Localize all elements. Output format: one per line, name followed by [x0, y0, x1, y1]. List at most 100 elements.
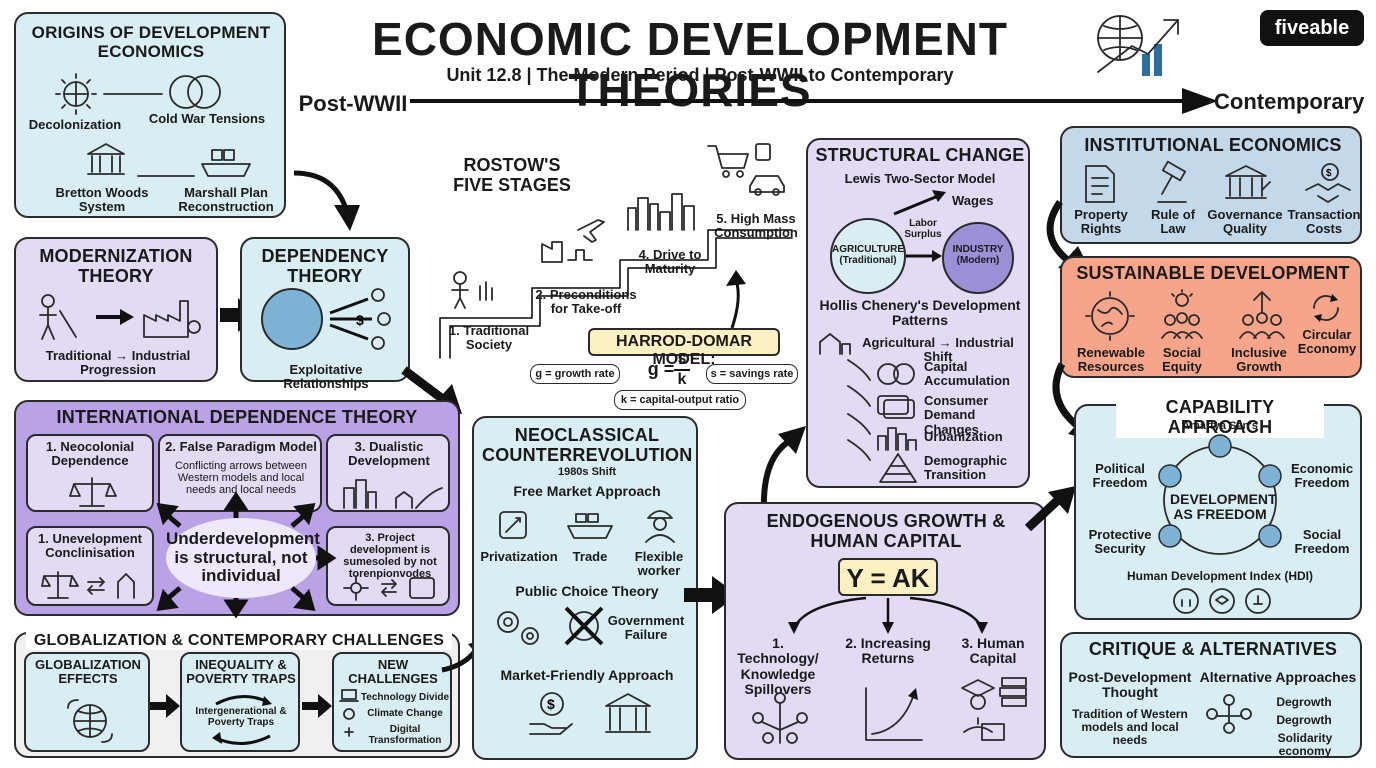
- svg-text:$: $: [1326, 168, 1332, 179]
- capability-title: CAPABILITY APPROACH: [1116, 397, 1324, 438]
- globalization-challenges: NEW CHALLENGES: [348, 657, 438, 687]
- gears-icon: [497, 611, 539, 645]
- globalization-effects-box: GLOBALIZATION EFFECTS: [24, 652, 150, 752]
- sustainable-item-3: Circular Economy: [1297, 327, 1357, 357]
- ship-trade-icon: [567, 513, 613, 539]
- cycle-arrows-icon: [212, 695, 272, 745]
- structural-shift: Agricultural → Industrial Shift: [862, 335, 1014, 365]
- harrod-title: HARROD-DOMAR MODEL:: [616, 333, 752, 368]
- network-tree-icon: [752, 692, 808, 744]
- timeline-end: Contemporary: [1214, 89, 1365, 114]
- center-arrows: [156, 491, 337, 619]
- modernization-caption: Traditional → Industrial Progression: [45, 348, 191, 378]
- international-panel: INTERNATIONAL DEPENDENCE THEORY 1. Neoco…: [14, 400, 460, 619]
- institutional-panel: INSTITUTIONAL ECONOMICS $ Property Right…: [1060, 126, 1362, 244]
- laptop-icon: [339, 689, 359, 737]
- farmer-stage-icon: [451, 271, 493, 309]
- neoclassical-public-choice: Public Choice Theory: [515, 583, 659, 599]
- structural-wages: Wages: [952, 193, 994, 208]
- connector-lines: [103, 93, 195, 177]
- structural-industry: INDUSTRY (Modern): [952, 244, 1004, 266]
- capability-ring: [1158, 434, 1282, 555]
- international-box-3-title: 1. Unevelopment Conclinisation: [37, 531, 143, 561]
- harrod-eq-den: k: [677, 371, 687, 388]
- factory-plane-icon: [541, 219, 605, 263]
- earth-icon: [1085, 291, 1135, 341]
- page-subtitle: Unit 12.8 | The Modern Period | Post-WWI…: [446, 65, 954, 85]
- harrod-fraction-bar: [674, 369, 690, 371]
- chenery-curve-arrows: [847, 359, 871, 461]
- neoclassical-title: NEOCLASSICAL COUNTERREVOLUTION: [482, 425, 693, 465]
- sustainable-panel: SUSTAINABLE DEVELOPMENT Renewable Resour…: [1060, 256, 1362, 378]
- capability-panel: CAPABILITY APPROACH Amartya Sen's DEVELO…: [1074, 397, 1362, 620]
- international-title: INTERNATIONAL DEPENDENCE THEORY: [56, 407, 418, 427]
- graduate-books-icon: [961, 677, 1027, 741]
- money-hand-icon: $: [529, 692, 573, 735]
- institutional-item-3: Transaction Costs: [1287, 207, 1361, 237]
- origins-item-0: Decolonization: [28, 117, 122, 132]
- challenge-item-2: Digital Transformation: [368, 724, 442, 746]
- harrod-s-label: s = savings rate: [710, 368, 794, 380]
- rostow-stage-4: 5. High Mass Consumption: [714, 211, 798, 241]
- arrow-harrod-to-rostow: [726, 270, 746, 329]
- challenges-box: NEW CHALLENGES Technology Divide Climate…: [332, 652, 452, 752]
- origins-panel: ORIGINS OF DEVELOPMENT ECONOMICS Decolon…: [14, 12, 286, 218]
- challenge-item-0: Technology Divide: [360, 692, 450, 703]
- endogenous-item-2: 3. Human Capital: [961, 635, 1025, 667]
- critique-alt-item-1: Degrowth: [1276, 713, 1332, 727]
- globalization-inequality: INEQUALITY & POVERTY TRAPS: [186, 657, 296, 687]
- capability-center: DEVELOPMENT AS FREEDOM: [1170, 491, 1277, 523]
- governance-icon: [1225, 165, 1271, 199]
- worker-icon: [645, 510, 675, 543]
- endogenous-item-0: 1. Technology/ Knowledge Spillovers: [737, 635, 819, 698]
- agri-to-industry-arrow: [906, 250, 942, 262]
- globe-arrows-icon: [67, 699, 113, 743]
- structural-item-2: Urbanization: [924, 429, 1003, 444]
- brand-logo[interactable]: fiveable: [1260, 10, 1364, 46]
- capability-item-3: Social Freedom: [1294, 527, 1350, 557]
- arrow-right-icon: [96, 309, 134, 325]
- structural-title: STRUCTURAL CHANGE: [815, 145, 1025, 165]
- international-box-2-title: 3. Dualistic Development: [348, 439, 430, 469]
- rostow-title: ROSTOW'S FIVE STAGES: [453, 155, 571, 195]
- scale-icon: [69, 477, 117, 507]
- svg-text:$: $: [547, 696, 555, 712]
- critique-alt: Alternative Approaches: [1199, 669, 1357, 685]
- sustainable-item-0: Renewable Resources: [1077, 345, 1145, 375]
- core-periphery-diagram: $: [261, 288, 391, 350]
- critique-panel: CRITIQUE & ALTERNATIVES Post-Development…: [1060, 632, 1362, 758]
- inclusive-growth-icon: [1239, 291, 1285, 339]
- dependency-caption: Exploitative Relationships: [283, 362, 369, 392]
- structural-agri: AGRICULTURE (Traditional): [831, 244, 905, 266]
- origins-item-3: Marshall Plan Reconstruction: [178, 185, 274, 215]
- inequality-box: INEQUALITY & POVERTY TRAPS Intergenerati…: [180, 652, 300, 752]
- arrow-endogenous-to-capability: [1024, 486, 1076, 532]
- exponential-curve-icon: [865, 687, 923, 741]
- institutional-item-2: Governance Quality: [1207, 207, 1283, 237]
- structural-panel: STRUCTURAL CHANGE Lewis Two-Sector Model…: [806, 138, 1030, 488]
- critique-post-dev: Post-Development Thought: [1068, 669, 1192, 701]
- svg-text:$: $: [356, 312, 364, 328]
- pyramid-icon: [879, 453, 917, 483]
- city-icon: [877, 427, 917, 451]
- international-box-1-text: Conflicting arrows between Western model…: [174, 460, 308, 497]
- harrod-g-label-box: g = growth rate: [530, 364, 620, 384]
- capability-item-1: Economic Freedom: [1290, 461, 1354, 491]
- globalization-panel: GLOBALIZATION & CONTEMPORARY CHALLENGES …: [14, 632, 460, 758]
- origins-item-2: Bretton Woods System: [55, 185, 149, 215]
- community-icon: [1206, 694, 1252, 734]
- formula-box: Y = AK: [838, 558, 938, 596]
- harrod-k-label-box: k = capital-output ratio: [614, 390, 746, 410]
- structural-labor: Labor Surplus: [904, 218, 942, 240]
- timeline-start: Post-WWII: [298, 91, 408, 116]
- government-failure-icon: [564, 606, 604, 646]
- neoclassical-item-1: Trade: [572, 549, 608, 564]
- network-exchange-icon: [343, 575, 435, 601]
- neoclassical-free-market: Free Market Approach: [513, 483, 661, 499]
- city-farm-icon: [343, 479, 443, 509]
- cart-car-icon: [707, 143, 785, 196]
- challenge-item-1: Climate Change: [367, 708, 443, 719]
- capital-icon: [877, 363, 915, 385]
- international-box-3: 1. Unevelopment Conclinisation: [26, 526, 154, 606]
- endogenous-panel: ENDOGENOUS GROWTH & HUMAN CAPITAL Y = AK…: [724, 502, 1046, 760]
